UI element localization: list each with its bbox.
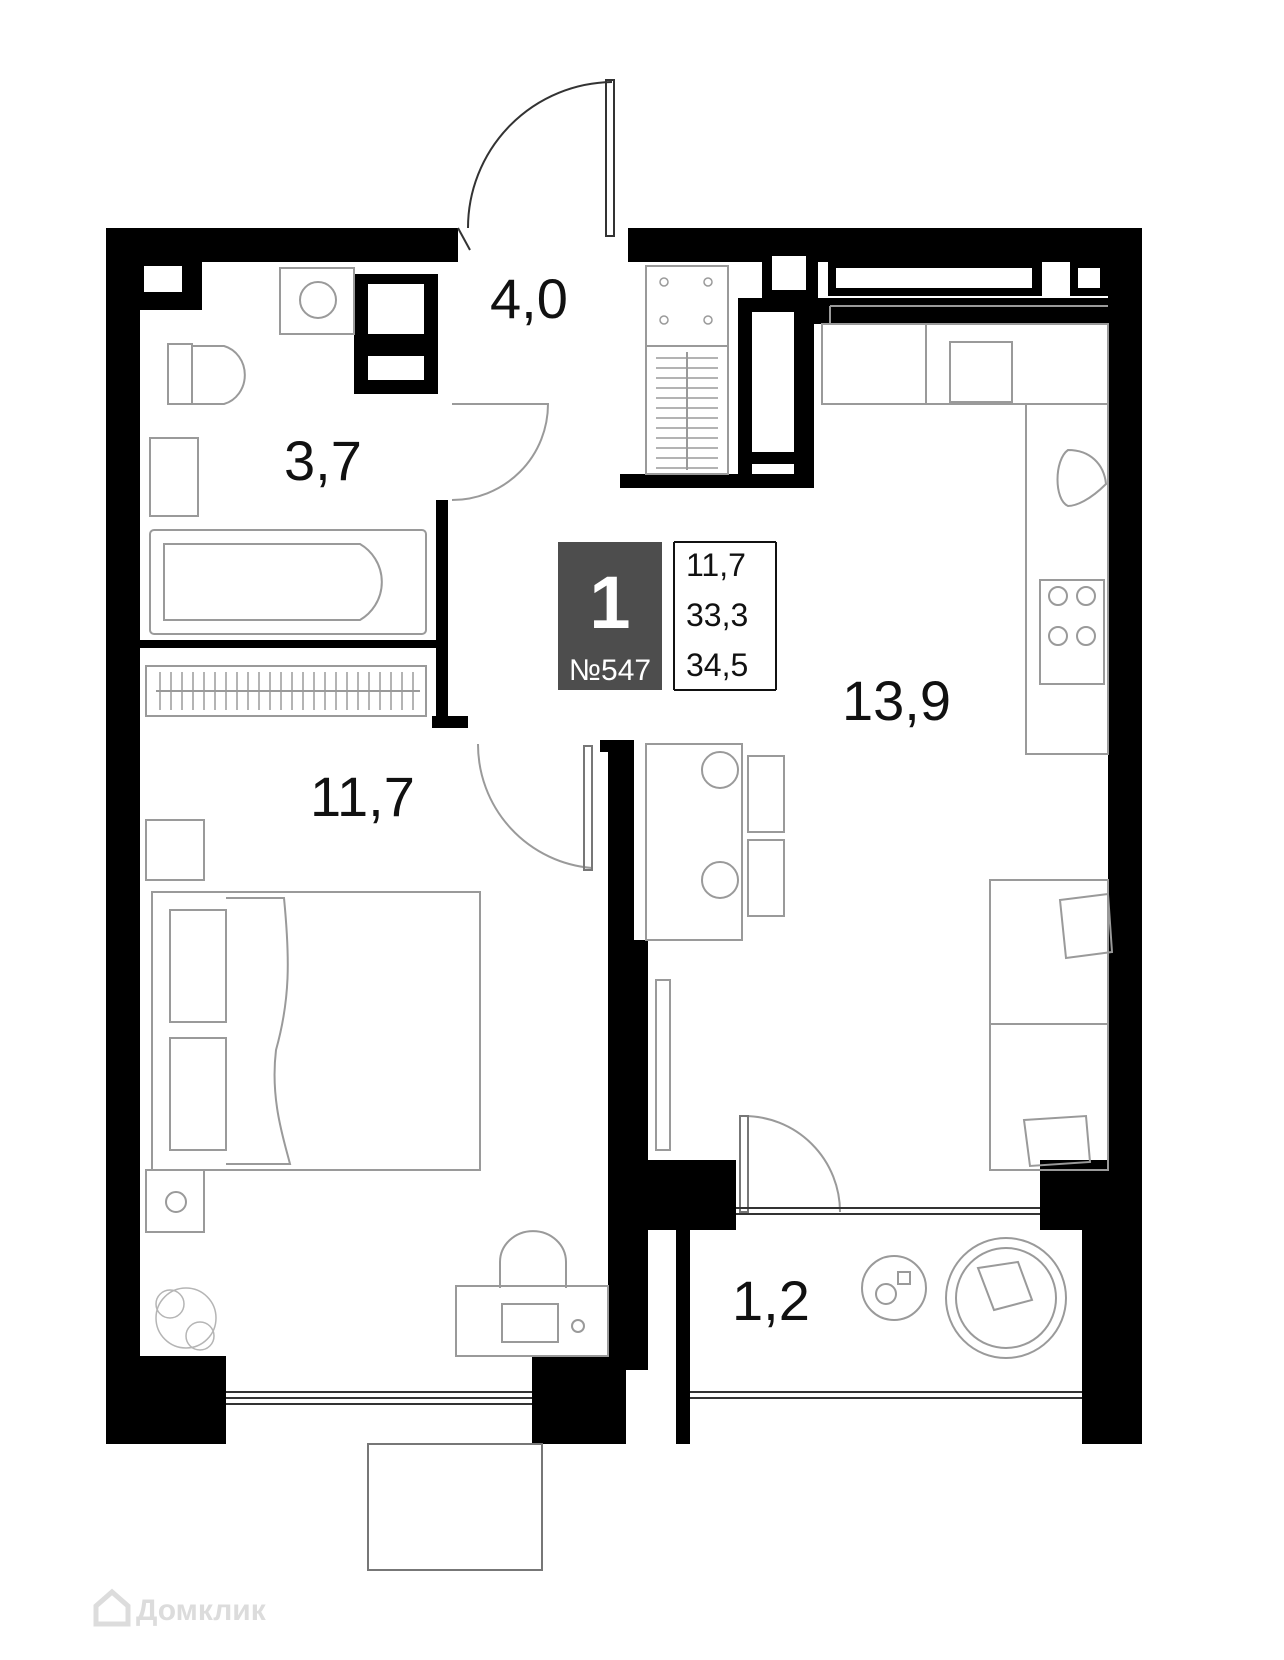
room-area-kitchen-living: 13,9 xyxy=(842,669,951,732)
room-area-balcony: 1,2 xyxy=(732,1269,810,1332)
room-labels: 4,0 3,7 11,7 13,9 1,2 xyxy=(284,267,951,1332)
badge-rooms-count: 1 xyxy=(589,561,630,644)
room-area-bedroom: 11,7 xyxy=(310,765,415,828)
windows xyxy=(226,1207,1082,1571)
furniture xyxy=(145,265,1114,1359)
badge-area-without-balcony: 33,3 xyxy=(686,597,748,633)
badge-living-area: 11,7 xyxy=(686,547,746,583)
badge-background xyxy=(558,542,662,690)
badge-total-area: 34,5 xyxy=(686,647,748,683)
watermark: Домклик xyxy=(93,1588,267,1627)
walls xyxy=(106,228,1142,1444)
room-area-bathroom: 3,7 xyxy=(284,429,362,492)
doors xyxy=(451,79,841,1213)
badge-apartment-number: №547 xyxy=(569,654,651,687)
house-icon xyxy=(93,1588,131,1627)
apartment-badge: 1 №547 11,7 33,3 34,5 xyxy=(558,541,777,691)
watermark-text: Домклик xyxy=(136,1594,267,1627)
room-area-hall: 4,0 xyxy=(490,267,568,330)
